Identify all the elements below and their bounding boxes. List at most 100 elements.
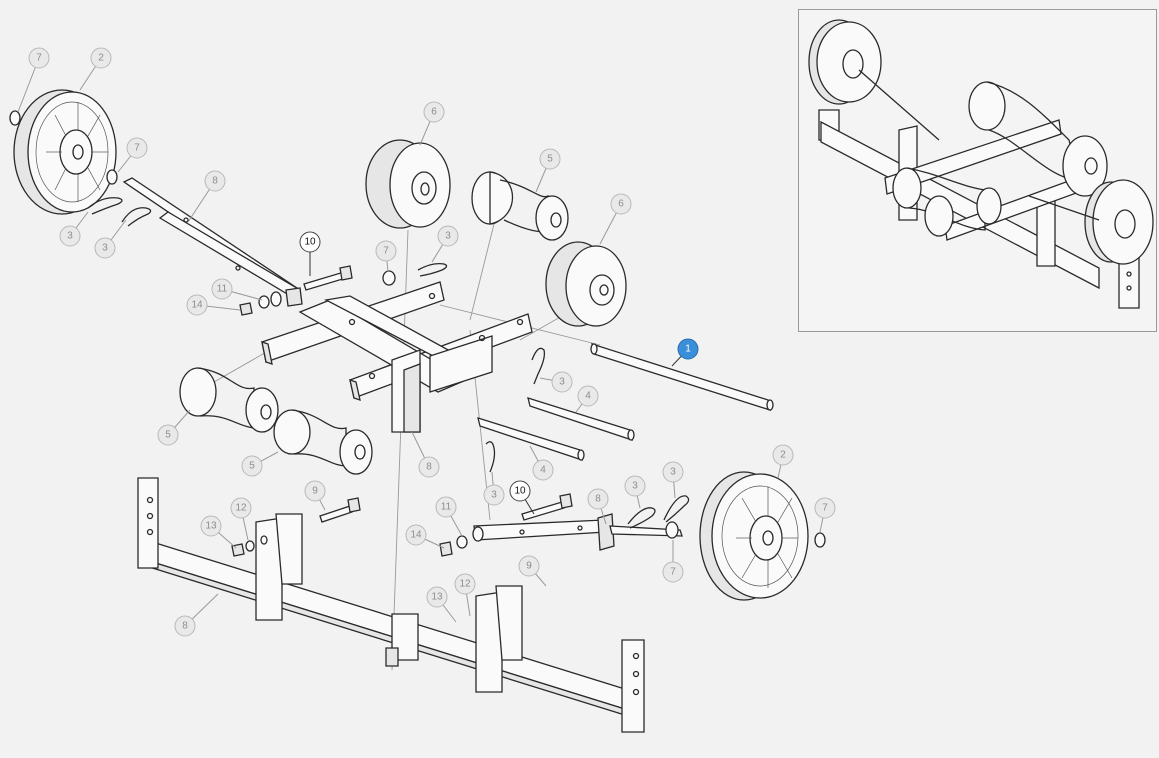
bolt-10-lower[interactable] [521,493,573,521]
callout-7-c21[interactable]: 7 [814,497,836,533]
callout-3-c10[interactable]: 3 [662,461,684,499]
nut-14-lower[interactable] [439,535,468,557]
callout-3-c6[interactable]: 3 [431,225,459,263]
callout-7-c18[interactable]: 7 [17,47,50,113]
callout-bubble[interactable] [518,555,540,577]
callout-bubble[interactable] [662,561,684,583]
callout-9-c28[interactable]: 9 [518,555,547,587]
callout-12-c34[interactable]: 12 [454,573,476,617]
callout-1-c1[interactable]: 1 [671,338,699,367]
washer-left-inner[interactable] [106,169,118,185]
hitch-pin-left-a[interactable] [87,197,123,215]
nut-upper-left[interactable] [239,291,282,316]
bolt-upper[interactable] [303,265,353,291]
callout-bubble[interactable] [532,459,554,481]
roller-5-upper[interactable] [471,171,569,241]
callout-bubble[interactable] [577,385,599,407]
callout-2-c2[interactable]: 2 [79,47,112,91]
callout-bubble[interactable] [624,475,646,497]
callout-bubble[interactable] [126,137,148,159]
nut-13-left[interactable] [231,535,268,557]
callout-bubble[interactable] [304,480,326,502]
callout-bubble[interactable] [551,371,573,393]
washer-left-outer[interactable] [9,110,21,126]
hitch-pin-right-a[interactable] [627,507,656,529]
callout-6-c16[interactable]: 6 [419,101,445,146]
callout-bubble[interactable] [90,47,112,69]
roller-wheel-6-upper[interactable] [365,139,451,229]
callout-13-c36[interactable]: 13 [426,586,457,623]
callout-bubble[interactable] [200,515,222,537]
callout-bubble[interactable] [94,237,116,259]
callout-12-c33[interactable]: 12 [230,497,252,541]
callout-5-c13[interactable]: 5 [535,148,561,193]
callout-3-c5[interactable]: 3 [94,219,127,259]
callout-2-c3[interactable]: 2 [772,444,794,479]
wheel-right[interactable] [699,471,809,601]
callout-7-c19[interactable]: 7 [117,137,148,173]
callout-bubble[interactable] [610,193,632,215]
callout-10-c30[interactable]: 10 [509,480,535,515]
callout-bubble[interactable] [435,496,457,518]
callout-bubble[interactable] [426,586,448,608]
callout-bubble[interactable] [483,484,505,506]
callout-3-c9[interactable]: 3 [624,475,646,509]
callout-bubble[interactable] [509,480,531,502]
hitch-pin-left-b[interactable] [121,207,152,227]
callout-8-c26[interactable]: 8 [174,593,219,637]
bolt-9-left[interactable] [319,497,361,523]
callout-bubble[interactable] [299,231,321,253]
callout-bubble[interactable] [418,456,440,478]
hitch-pin-right-b[interactable] [663,495,690,523]
callout-bubble[interactable] [211,278,233,300]
callout-8-c23[interactable]: 8 [187,170,226,223]
hitch-pin-mid[interactable] [531,347,546,385]
callout-7-c22[interactable]: 7 [662,540,684,583]
callout-10-c29[interactable]: 10 [299,231,321,276]
callout-bubble[interactable] [454,573,476,595]
callout-bubble[interactable] [59,225,81,247]
callout-4-c12[interactable]: 4 [529,445,554,481]
washer-right-inner[interactable] [665,521,679,539]
callout-bubble[interactable] [539,148,561,170]
assembled-preview-panel[interactable] [798,9,1157,332]
callout-4-c11[interactable]: 4 [575,385,599,413]
callout-bubble[interactable] [186,294,208,316]
callout-5-c14[interactable]: 5 [157,409,191,446]
callout-14-c38[interactable]: 14 [405,524,445,549]
callout-bubble[interactable] [677,338,699,360]
callout-6-c17[interactable]: 6 [599,193,632,245]
callout-13-c35[interactable]: 13 [200,515,237,549]
callout-bubble[interactable] [405,524,427,546]
callout-8-c25[interactable]: 8 [587,488,609,525]
callout-bubble[interactable] [241,455,263,477]
callout-5-c15[interactable]: 5 [241,451,279,477]
callout-8-c24[interactable]: 8 [411,431,440,478]
callout-bubble[interactable] [174,615,196,637]
callout-bubble[interactable] [587,488,609,510]
callout-11-c32[interactable]: 11 [435,496,463,537]
callout-bubble[interactable] [437,225,459,247]
axle-rod-1[interactable] [590,343,774,411]
roller-5-lower[interactable] [273,409,373,475]
callout-7-c20[interactable]: 7 [375,240,397,273]
rod-4-lower[interactable] [477,417,585,461]
bottom-frame[interactable] [137,477,645,733]
callout-bubble[interactable] [28,47,50,69]
callout-14-c37[interactable]: 14 [186,294,241,316]
callout-bubble[interactable] [375,240,397,262]
callout-bubble[interactable] [662,461,684,483]
callout-bubble[interactable] [230,497,252,519]
roller-wheel-6-right[interactable] [545,241,627,327]
rod-4-upper[interactable] [527,397,635,441]
callout-bubble[interactable] [423,101,445,123]
callout-11-c31[interactable]: 11 [211,278,263,301]
roller-5-left[interactable] [179,367,279,433]
hitch-pin-lower[interactable] [485,441,496,473]
callout-bubble[interactable] [204,170,226,192]
callout-3-c4[interactable]: 3 [59,211,89,247]
hitch-pin-center[interactable] [417,262,448,277]
axle-arm-right[interactable] [472,513,683,551]
callout-3-c7[interactable]: 3 [539,371,573,393]
callout-bubble[interactable] [814,497,836,519]
